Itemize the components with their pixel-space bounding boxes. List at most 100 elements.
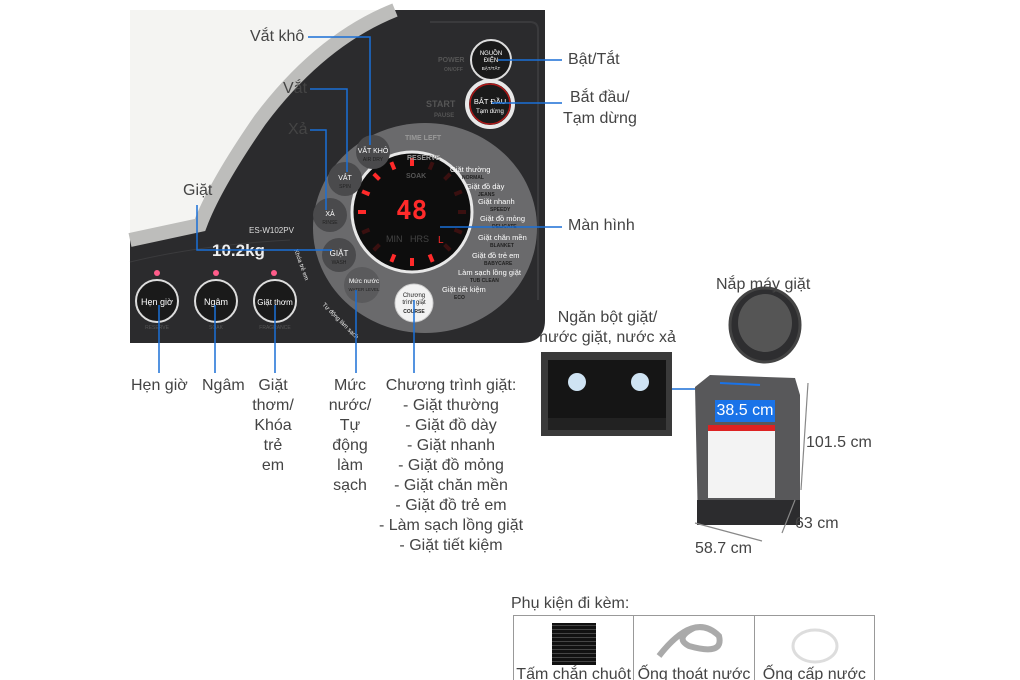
callout-air-dry: Vắt khô xyxy=(250,28,305,45)
svg-text:WATER LEVEL: WATER LEVEL xyxy=(348,287,380,292)
led-tick xyxy=(358,210,366,214)
program-label: Giặt tiết kiệm xyxy=(442,285,486,294)
washer-label-sticker xyxy=(708,425,775,498)
svg-text:SPIN: SPIN xyxy=(339,184,351,190)
svg-text:RESERVE: RESERVE xyxy=(145,325,169,331)
callout-drawer: Ngăn bột giặt/nước giặt, nước xả xyxy=(539,309,676,346)
dimension-depth: 63 cm xyxy=(795,515,839,532)
power-en-label: POWER xyxy=(438,57,464,64)
program-en-label: TUB CLEAN xyxy=(470,278,499,284)
dimension-arrows xyxy=(694,382,809,542)
program-label: Giặt chăn mền xyxy=(478,233,527,242)
lid-rim xyxy=(128,3,398,247)
svg-text:Hẹn giờ: Hẹn giờ xyxy=(141,297,173,307)
rinse-button[interactable]: XẢ RINSE xyxy=(313,198,347,232)
svg-text:GIẶT: GIẶT xyxy=(330,249,349,258)
svg-text:RINSE: RINSE xyxy=(322,220,338,226)
start-button[interactable]: BẮT ĐẦU Tạm dừng xyxy=(465,79,515,129)
led-tick xyxy=(410,258,414,266)
led-tick xyxy=(453,189,463,197)
led-tick xyxy=(427,161,435,171)
led-tick xyxy=(372,243,381,252)
dimension-inner: 38.5 cm xyxy=(716,402,774,419)
svg-text:Tạm dừng: Tạm dừng xyxy=(476,109,504,115)
start-en2-label: PAUSE xyxy=(434,113,454,119)
display-flag: L xyxy=(438,235,444,246)
program-label: Giặt thường xyxy=(450,165,490,174)
program-label: Giặt nhanh xyxy=(478,197,515,206)
dimension-height: 101.5 cm xyxy=(806,434,872,451)
led-tick xyxy=(389,253,397,263)
accessory-rat-guard: Tấm chắn chuột xyxy=(514,616,635,680)
callout-spin: Vắt xyxy=(283,80,308,97)
svg-text:XẢ: XẢ xyxy=(325,209,335,218)
led-tick xyxy=(389,161,397,171)
callout-rinse: Xả xyxy=(288,121,308,138)
led-tick xyxy=(443,243,452,252)
callout-start-1: Bắt đầu/ xyxy=(570,89,630,106)
svg-text:NGUỒN: NGUỒN xyxy=(480,50,502,57)
led-tick xyxy=(453,227,463,235)
callout-course: Chương trình giặt: - Giặt thường- Giặt đ… xyxy=(378,377,524,554)
drain-hose-image xyxy=(656,624,723,658)
svg-text:Ngâm: Ngâm xyxy=(204,297,228,307)
svg-text:BẬT/TẮT: BẬT/TẮT xyxy=(482,64,501,71)
spin-button[interactable]: VẮT SPIN xyxy=(328,162,362,196)
display-digits: 48 xyxy=(396,196,427,226)
program-en-label: SPEEDY xyxy=(490,207,511,213)
wash-button[interactable]: GIẶT WASH xyxy=(322,238,356,272)
svg-text:VẮT: VẮT xyxy=(338,173,352,182)
lid-area xyxy=(130,10,395,240)
display-unit-hrs: HRS xyxy=(410,234,429,244)
program-en-label: ECO xyxy=(454,295,465,301)
dimension-width: 58.7 cm xyxy=(695,540,752,557)
display-unit-min: MIN xyxy=(386,234,403,244)
inlet-hose-image xyxy=(791,628,839,664)
start-en-label: START xyxy=(426,99,456,109)
callout-start-2: Tạm dừng xyxy=(563,110,637,127)
accessories-title: Phụ kiện đi kèm: xyxy=(511,595,630,612)
program-en-label: BLANKET xyxy=(490,243,514,249)
svg-text:BẮT ĐẦU: BẮT ĐẦU xyxy=(474,96,506,106)
svg-text:Giặt thơm: Giặt thơm xyxy=(257,298,293,307)
led-tick xyxy=(361,227,371,235)
detergent-drawer-image xyxy=(541,352,672,436)
program-en-label: JEANS xyxy=(478,192,495,198)
inner-diameter-badge xyxy=(715,400,775,422)
callout-reserve: Hẹn giờ xyxy=(131,377,188,394)
led-tick xyxy=(410,158,414,166)
led-tick xyxy=(372,172,381,181)
svg-text:VẮT KHÔ: VẮT KHÔ xyxy=(358,146,389,155)
callout-wash: Giặt xyxy=(183,182,213,199)
led-tick xyxy=(443,172,452,181)
ring-soak: SOAK xyxy=(406,173,426,180)
program-label: Giặt đồ trẻ em xyxy=(472,251,520,260)
callout-display: Màn hình xyxy=(568,217,635,234)
accessory-inlet-hose: Ống cấp nước xyxy=(755,616,874,680)
svg-text:SOAK: SOAK xyxy=(209,325,224,331)
program-en-label: BABYCARE xyxy=(484,261,513,267)
svg-text:ĐIỆN: ĐIỆN xyxy=(484,56,498,64)
ring-reserve: RESERVE xyxy=(407,155,441,162)
model-label: ES-W102PV xyxy=(249,226,295,235)
accessories-table: Tấm chắn chuột Ống thoát nước Ống cấp nư… xyxy=(513,615,875,680)
program-en-label: NORMAL xyxy=(462,175,484,181)
callout-power: Bật/Tắt xyxy=(568,51,620,68)
svg-text:WASH: WASH xyxy=(332,260,347,266)
program-label: Làm sạch lồng giặt xyxy=(458,268,522,277)
display-screen xyxy=(350,150,474,274)
svg-text:Mức nước: Mức nước xyxy=(349,278,380,285)
ring-time-left: TIME LEFT xyxy=(405,135,442,142)
program-label: Giặt đồ dày xyxy=(466,182,505,191)
program-label: Giặt đồ mỏng xyxy=(480,214,525,223)
svg-text:Chương: Chương xyxy=(403,293,425,299)
